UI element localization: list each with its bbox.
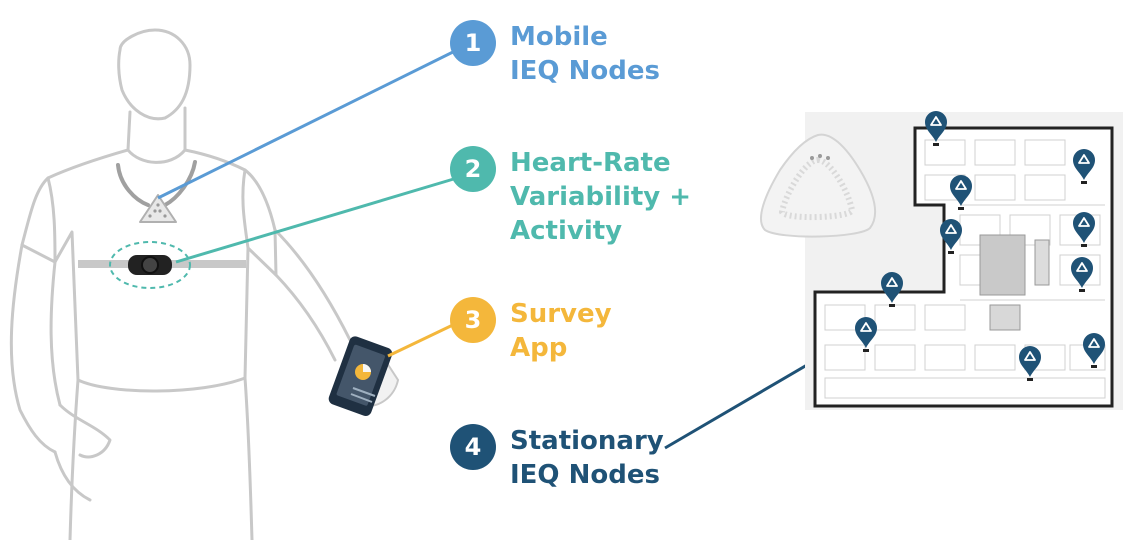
- map-pin-icon: [940, 219, 962, 254]
- map-pin-icon: [1019, 346, 1041, 381]
- floor-plan: [805, 112, 1123, 410]
- callout-label: Survey App: [510, 297, 612, 365]
- callout-label-line: Mobile: [510, 22, 608, 52]
- map-pin-icon: [950, 175, 972, 210]
- callout-number-badge: 2: [450, 146, 496, 192]
- callout-number-badge: 3: [450, 297, 496, 343]
- callout-label-line: Heart-Rate: [510, 148, 671, 178]
- connector-line-2: [175, 176, 458, 264]
- connector-line-3: [387, 321, 458, 358]
- map-pin-icon: [1073, 149, 1095, 184]
- callout-label-line: Activity: [510, 216, 623, 246]
- smartphone-icon: [328, 336, 400, 417]
- callout-label-line: App: [510, 333, 568, 363]
- pendant-sensor-icon: [139, 194, 177, 223]
- callout-heart-rate-variability: 2 Heart-Rate Variability + Activity: [450, 146, 691, 248]
- map-pin-icon: [881, 272, 903, 307]
- callout-number-badge: 4: [450, 424, 496, 470]
- person-outline-icon: [9, 28, 352, 540]
- callout-label-line: IEQ Nodes: [510, 460, 660, 490]
- callout-label-line: Stationary: [510, 426, 664, 456]
- chest-strap-icon: [78, 241, 246, 289]
- connector-line-1: [157, 48, 458, 200]
- map-pin-icon: [1083, 333, 1105, 368]
- ceiling-sensor-icon: [760, 133, 877, 238]
- callout-label-line: IEQ Nodes: [510, 56, 660, 86]
- callout-label: Mobile IEQ Nodes: [510, 20, 660, 88]
- map-pins: [855, 111, 1105, 381]
- map-pin-icon: [1071, 257, 1093, 292]
- callout-label-line: Variability +: [510, 182, 692, 212]
- map-pin-icon: [1073, 212, 1095, 247]
- map-pin-icon: [855, 317, 877, 352]
- callout-survey-app: 3 Survey App: [450, 297, 612, 365]
- callout-label: Stationary IEQ Nodes: [510, 424, 664, 492]
- callout-label: Heart-Rate Variability + Activity: [510, 146, 691, 248]
- callout-number-badge: 1: [450, 20, 496, 66]
- callout-stationary-ieq-nodes: 4 Stationary IEQ Nodes: [450, 424, 664, 492]
- callout-mobile-ieq-nodes: 1 Mobile IEQ Nodes: [450, 20, 660, 88]
- callout-label-line: Survey: [510, 299, 612, 329]
- map-pin-icon: [925, 111, 947, 146]
